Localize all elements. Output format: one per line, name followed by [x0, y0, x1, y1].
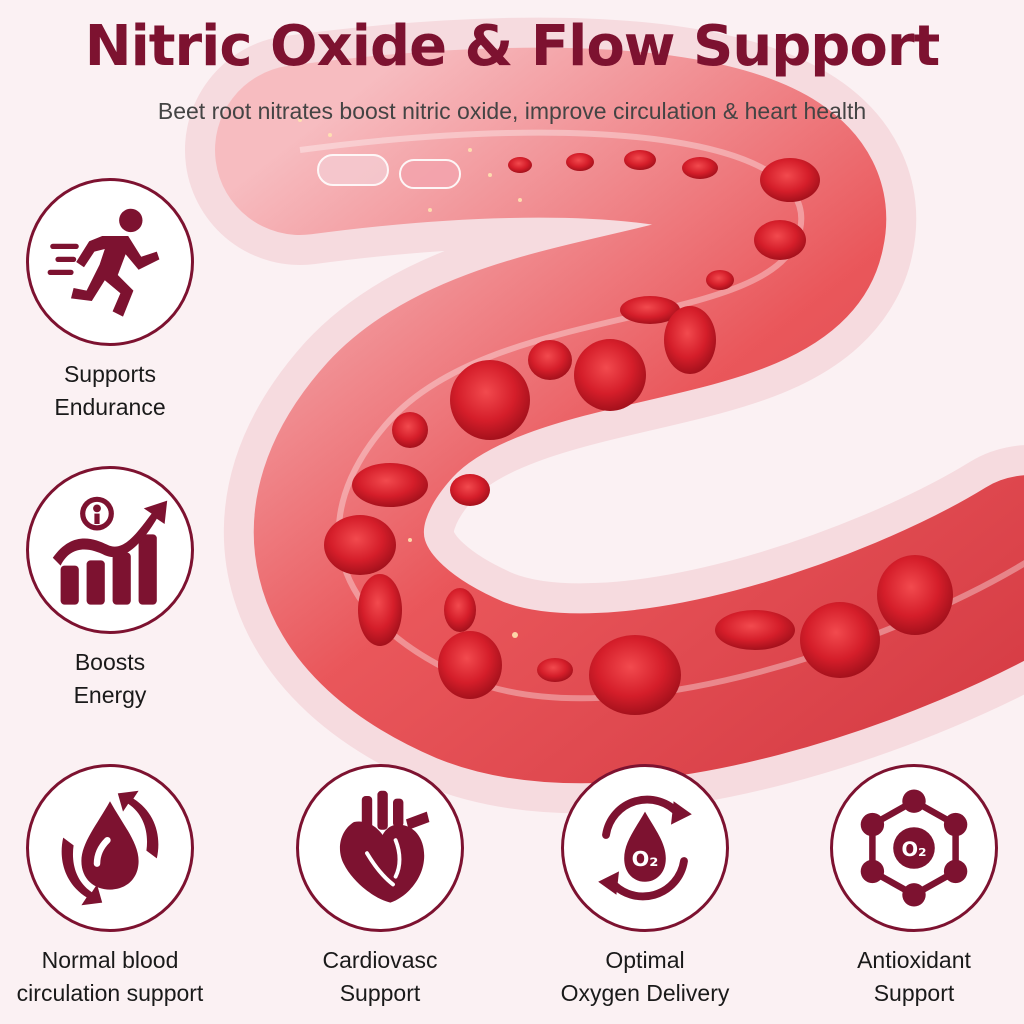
page-subtitle: Beet root nitrates boost nitric oxide, i… [157, 98, 867, 124]
rising-energy-chart-icon [52, 496, 168, 605]
feature-icon-circle [26, 178, 194, 346]
o2-text: O₂ [901, 838, 926, 861]
feature-energy: Boosts Energy [0, 466, 220, 712]
feature-circulation: Normal blood circulation support [0, 764, 220, 1010]
feature-icon-circle: O₂ [561, 764, 729, 932]
feature-label: Cardiovasc Support [322, 947, 438, 1006]
feature-oxygen-delivery: O₂ Optimal Oxygen Delivery [535, 764, 755, 1010]
feature-cardiovascular: Cardiovasc Support [270, 764, 490, 1010]
oxygen-drop-cycle-icon: O₂ [598, 795, 692, 901]
feature-label: Optimal Oxygen Delivery [560, 947, 730, 1006]
o2-text: O₂ [632, 847, 659, 871]
circulation-drop-icon [61, 790, 159, 906]
feature-endurance: Supports Endurance [0, 178, 220, 424]
page-title: Nitric Oxide & Flow Support [84, 14, 941, 79]
feature-icon-circle [296, 764, 464, 932]
feature-label: Normal blood circulation support [16, 947, 204, 1006]
running-person-icon [47, 208, 160, 317]
antioxidant-molecule-icon: O₂ [860, 789, 968, 907]
feature-label: Boosts Energy [73, 649, 147, 708]
heart-icon [339, 790, 430, 903]
feature-label: Antioxidant Support [857, 947, 971, 1006]
feature-icon-circle [26, 466, 194, 634]
feature-icon-circle: O₂ [830, 764, 998, 932]
feature-label: Supports Endurance [54, 361, 166, 420]
feature-icon-circle [26, 764, 194, 932]
feature-antioxidant: O₂ Antioxidant Support [804, 764, 1024, 1010]
